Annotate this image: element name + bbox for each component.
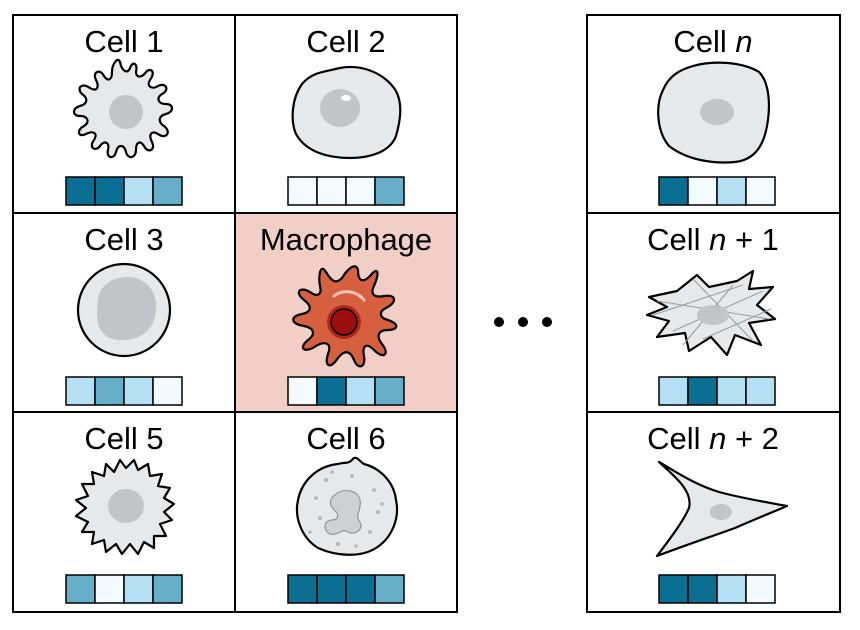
cell-n1-swatch-1 xyxy=(658,376,689,406)
cell-5-label: Cell 5 xyxy=(84,421,163,456)
cell-n1-label: Cell n + 1 xyxy=(647,222,779,257)
left-grid xyxy=(12,14,458,613)
cell-6-granules xyxy=(308,470,384,548)
cell-6-swatch-2 xyxy=(316,574,347,604)
macrophage-swatch-1 xyxy=(287,376,318,406)
round-cell-icon xyxy=(76,262,172,358)
macrophage-swatch-2 xyxy=(316,376,347,406)
granular-cell-icon xyxy=(295,456,399,556)
cell-6-swatch-3 xyxy=(345,574,376,604)
cell-n1-vector xyxy=(658,376,776,406)
cell-1-swatch-4 xyxy=(152,176,183,206)
cell-6-label: Cell 6 xyxy=(306,421,385,456)
cell-6-nucleus xyxy=(324,490,362,535)
cell-1-swatch-3 xyxy=(123,176,154,206)
cell-1-label: Cell 1 xyxy=(84,24,163,59)
cell-n2-swatch-1 xyxy=(658,574,689,604)
cell-n1-nucleus xyxy=(697,305,729,325)
cell-n2-label-prefix: Cell xyxy=(647,421,709,456)
cell-n2-label-var: n xyxy=(709,421,726,456)
cell-5-swatch-1 xyxy=(65,574,96,604)
cell-6-swatch-4 xyxy=(374,574,405,604)
fibroblast-network-icon xyxy=(645,269,777,357)
cell-6-swatch-1 xyxy=(287,574,318,604)
cell-n-swatch-1 xyxy=(658,176,689,206)
cell-2-swatch-3 xyxy=(345,176,376,206)
cell-6-vector xyxy=(287,574,405,604)
cell-n1-label-suffix: + 1 xyxy=(726,222,779,257)
cell-n2-swatch-2 xyxy=(687,574,718,604)
cell-n2-swatch-3 xyxy=(716,574,747,604)
cell-3-swatch-1 xyxy=(65,376,96,406)
cell-n-swatch-2 xyxy=(687,176,718,206)
cell-n1-swatch-2 xyxy=(687,376,718,406)
cell-n-swatch-4 xyxy=(745,176,776,206)
cell-2-swatch-2 xyxy=(316,176,347,206)
spindle-cell-icon xyxy=(655,460,789,558)
cell-1-swatch-2 xyxy=(94,176,125,206)
cell-n-label-prefix: Cell xyxy=(673,24,735,59)
cell-n2-label: Cell n + 2 xyxy=(647,421,779,456)
cell-n2-swatch-4 xyxy=(745,574,776,604)
cell-2-swatch-1 xyxy=(287,176,318,206)
cell-n1-label-prefix: Cell xyxy=(647,222,709,257)
cell-3-label: Cell 3 xyxy=(84,222,163,257)
cell-2-nucleus xyxy=(320,89,360,127)
macrophage-label: Macrophage xyxy=(260,222,432,257)
cell-3-nucleus xyxy=(97,276,157,341)
macrophage-nucleus xyxy=(330,308,358,336)
rounded-blob-icon xyxy=(291,65,402,160)
spiky-dendritic-icon xyxy=(72,58,174,159)
cell-n-vector xyxy=(658,176,776,206)
cell-3-swatch-2 xyxy=(94,376,125,406)
cell-3-swatch-3 xyxy=(123,376,154,406)
cell-n2-label-suffix: + 2 xyxy=(726,421,779,456)
cell-n1-label-var: n xyxy=(709,222,726,257)
right-grid xyxy=(586,14,841,613)
cell-5-swatch-4 xyxy=(152,574,183,604)
cell-5-nucleus xyxy=(108,489,144,523)
cell-n2-vector xyxy=(658,574,776,604)
cell-5-swatch-3 xyxy=(123,574,154,604)
cell-2-highlight xyxy=(341,95,351,101)
cell-n1-swatch-4 xyxy=(745,376,776,406)
cell-n-swatch-3 xyxy=(716,176,747,206)
cell-2-swatch-4 xyxy=(374,176,405,206)
cell-n-nucleus xyxy=(700,99,734,125)
cell-n2-nucleus xyxy=(710,504,732,520)
cell-2-label: Cell 2 xyxy=(306,24,385,59)
ruffled-cell-icon xyxy=(74,458,176,556)
cell-n-label-var: n xyxy=(735,24,752,59)
macrophage-icon xyxy=(292,265,398,368)
cell-n-label: Cell n xyxy=(673,24,752,59)
cell-1-nucleus xyxy=(109,95,143,129)
cell-1-swatch-1 xyxy=(65,176,96,206)
ellipsis-icon xyxy=(494,317,552,327)
cell-1-vector xyxy=(65,176,183,206)
cell-5-vector xyxy=(65,574,183,604)
cell-5-swatch-2 xyxy=(94,574,125,604)
macrophage-swatch-3 xyxy=(345,376,376,406)
macrophage-swatch-4 xyxy=(374,376,405,406)
expression-vectors xyxy=(65,176,776,604)
cell-2-vector xyxy=(287,176,405,206)
cell-n1-swatch-3 xyxy=(716,376,747,406)
cell-3-vector xyxy=(65,376,183,406)
cell-3-swatch-4 xyxy=(152,376,183,406)
polygonal-cell-icon xyxy=(657,61,770,164)
macrophage-vector xyxy=(287,376,405,406)
